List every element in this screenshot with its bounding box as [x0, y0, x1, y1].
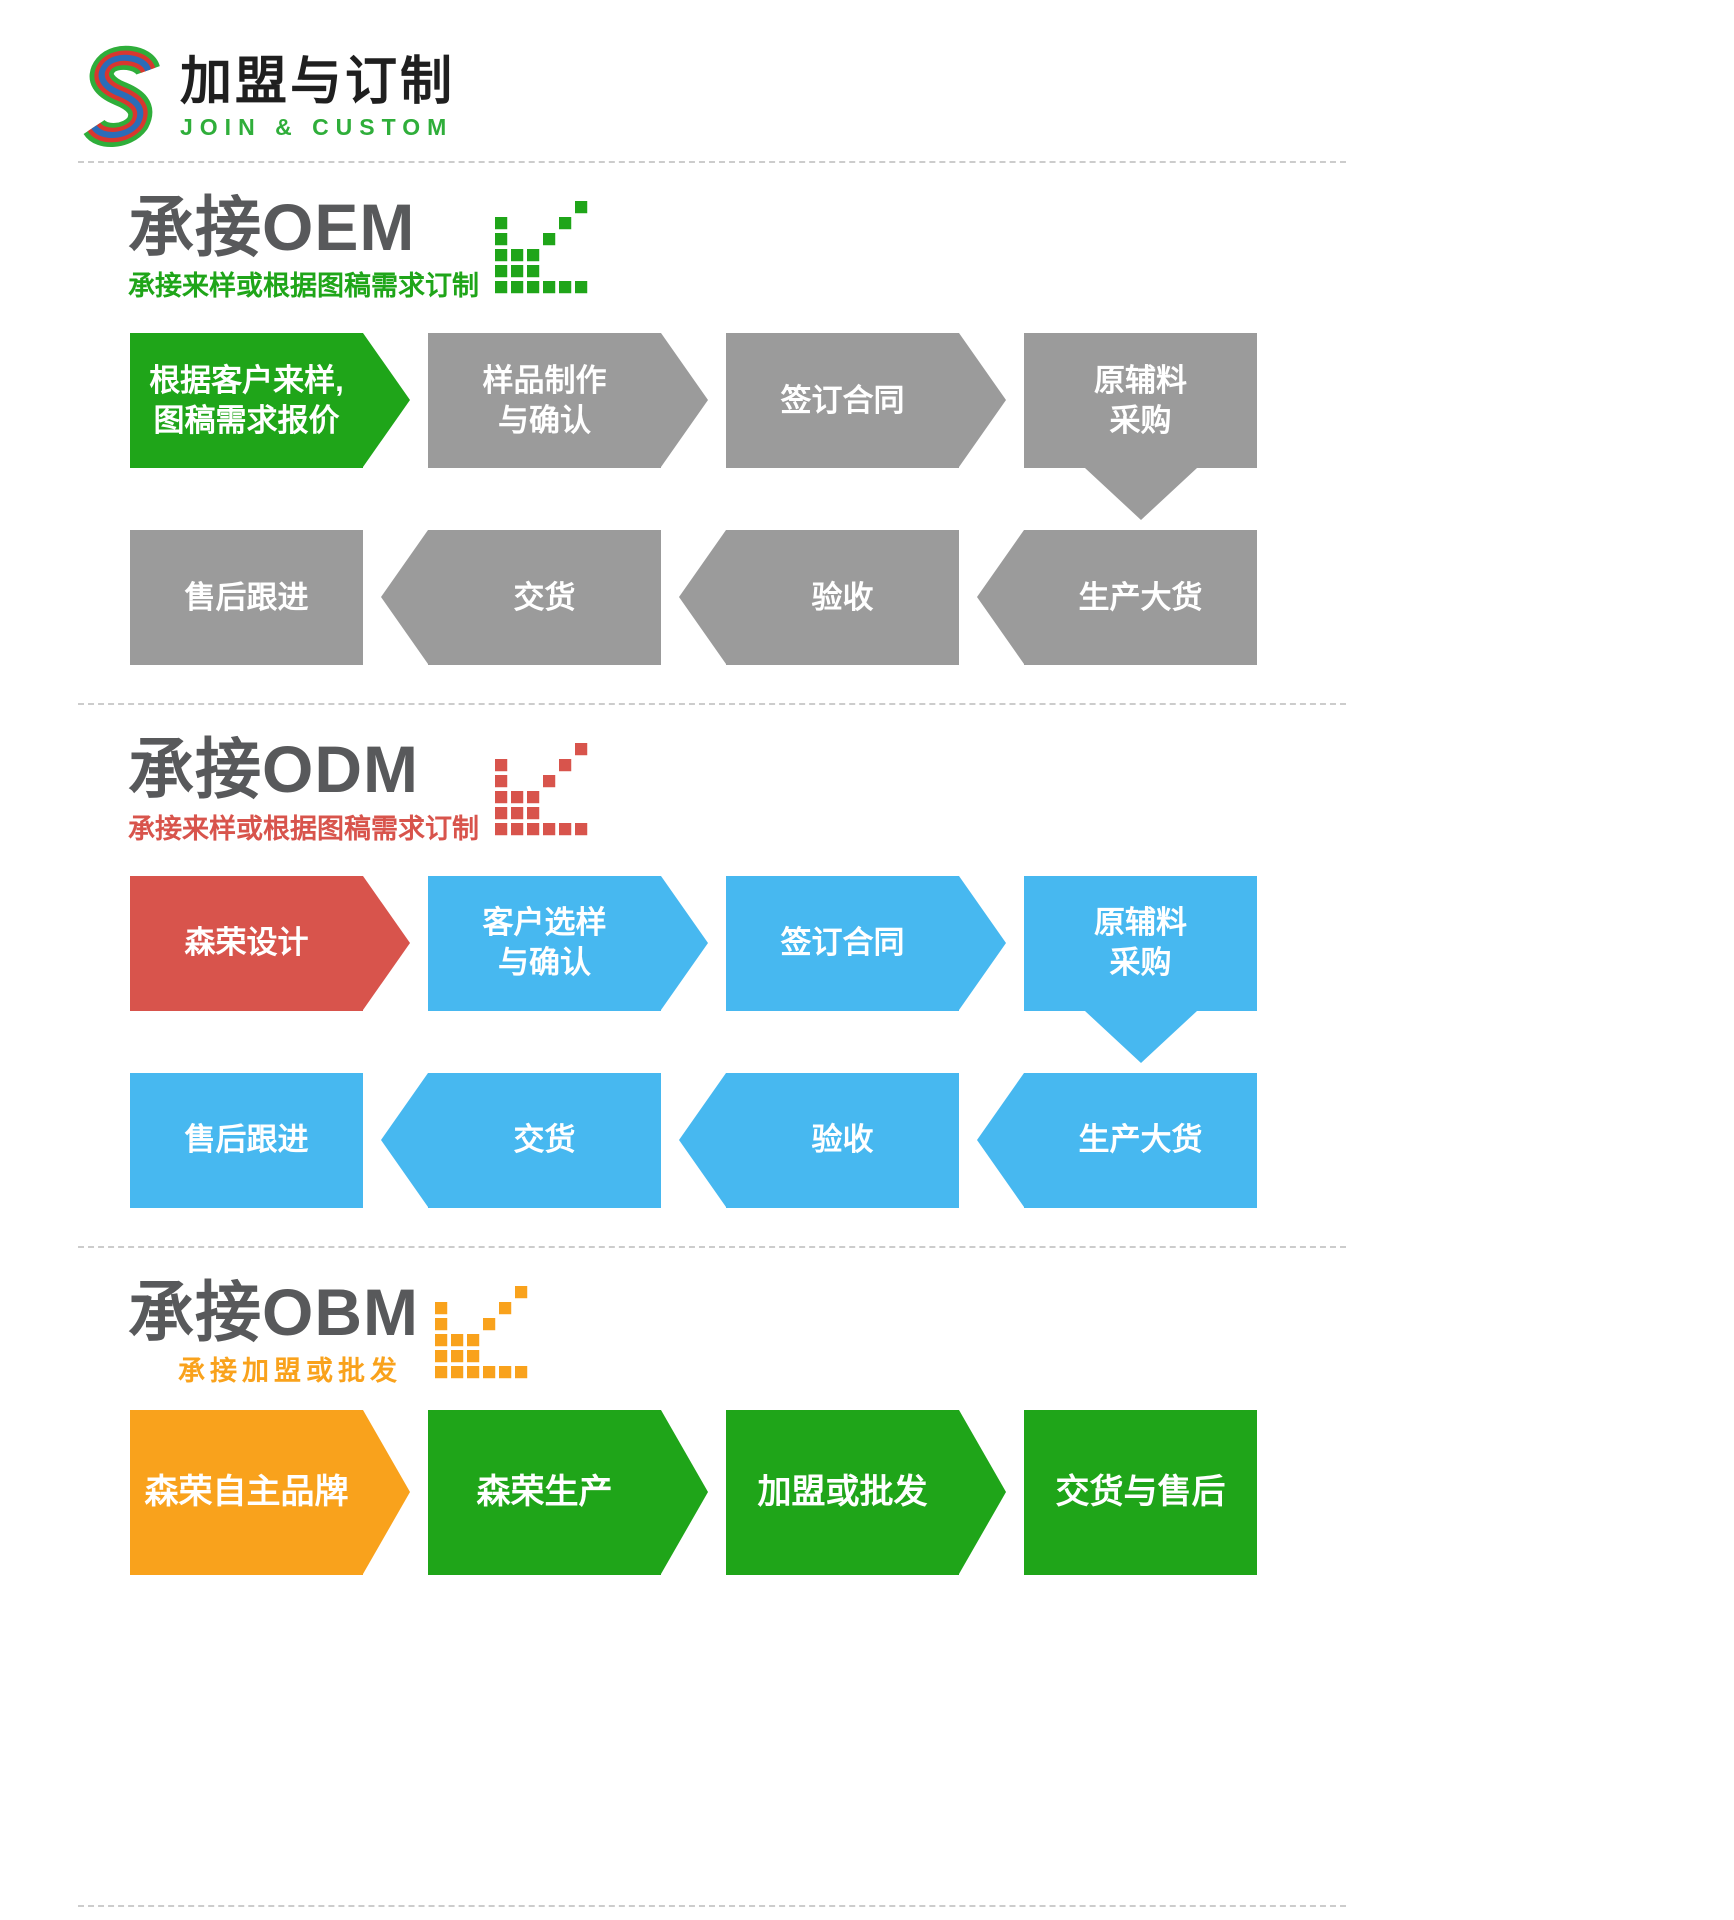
arrow-right: [959, 333, 1006, 468]
step-materials: 原辅料 采购: [1024, 875, 1257, 1063]
pixel-chart-arrow-icon: [495, 201, 588, 294]
step-label: 采购: [1109, 402, 1172, 438]
odm-section: 承接ODM 承接来样或根据图稿需求订制 森荣设计 客户选样 与确认 签订合同 原…: [0, 732, 1734, 1208]
odm-flow-row-2: 售后跟进 交货 验收 生产大货: [130, 1072, 1734, 1208]
step-label: 验收: [811, 1121, 874, 1157]
oem-section: 承接OEM 承接来样或根据图稿需求订制 根据客户来样, 图稿需求报价 样品制作 …: [0, 190, 1734, 666]
step-design: 森荣设计: [130, 875, 410, 1011]
step-label: 与确认: [498, 402, 591, 438]
step-label: 交货与售后: [1055, 1473, 1226, 1512]
logo-title: 加盟与订制: [180, 53, 456, 111]
step-contract: 签订合同: [726, 333, 1006, 469]
arrow-left: [679, 530, 726, 665]
step-label: 森荣生产: [476, 1473, 613, 1512]
arrow-right: [959, 1409, 1006, 1574]
step-label: 售后跟进: [184, 579, 309, 615]
arrow-right: [363, 1409, 410, 1574]
step-quote: 根据客户来样, 图稿需求报价: [130, 333, 410, 469]
step-label: 交货: [513, 1121, 576, 1157]
step-production: 生产大货: [977, 530, 1257, 666]
odm-header: 承接ODM 承接来样或根据图稿需求订制: [128, 732, 1734, 845]
section-title: 承接OBM: [128, 1274, 419, 1349]
step-sample: 样品制作 与确认: [428, 333, 708, 469]
step-selection: 客户选样 与确认: [428, 875, 708, 1011]
step-label: 森荣设计: [184, 924, 309, 960]
step-label: 加盟或批发: [757, 1473, 928, 1512]
step-join-wholesale: 加盟或批发: [726, 1409, 1006, 1575]
arrow-left: [381, 530, 428, 665]
arrow-left: [977, 530, 1024, 665]
divider: [78, 161, 1346, 163]
logo-text: 加盟与订制 JOIN & CUSTOM: [180, 48, 455, 141]
step-delivery: 交货: [381, 1072, 661, 1208]
step-label: 图稿需求报价: [153, 402, 340, 438]
arrow-down: [1084, 1010, 1197, 1063]
divider: [78, 1245, 1346, 1248]
section-subtitle: 承接来样或根据图稿需求订制: [128, 813, 479, 844]
step-label: 与确认: [498, 945, 591, 981]
step-produce: 森荣生产: [428, 1409, 708, 1575]
step-label: 样品制作: [482, 362, 607, 398]
s-logo-icon: [83, 45, 160, 147]
oem-flow-row-2: 售后跟进 交货 验收 生产大货: [130, 530, 1734, 666]
step-label: 交货: [513, 579, 576, 615]
arrow-right: [959, 875, 1006, 1010]
arrow-right: [661, 875, 708, 1010]
arrow-down: [1084, 468, 1197, 521]
step-production: 生产大货: [977, 1072, 1257, 1208]
section-title: 承接ODM: [128, 732, 419, 807]
obm-titles: 承接OBM 承接加盟或批发: [128, 1274, 419, 1388]
step-label: 签订合同: [780, 382, 905, 418]
obm-section: 承接OBM 承接加盟或批发 森荣自主品牌 森荣生产 加盟或批发 交货与售后: [0, 1274, 1734, 1575]
step-delivery: 交货: [381, 530, 661, 666]
odm-titles: 承接ODM 承接来样或根据图稿需求订制: [128, 732, 479, 845]
step-aftersale: 售后跟进: [130, 1072, 363, 1208]
arrow-right: [363, 333, 410, 468]
divider: [78, 1904, 1346, 1907]
step-label: 森荣自主品牌: [144, 1473, 349, 1512]
divider: [78, 703, 1346, 706]
pixel-chart-arrow-icon: [434, 1285, 528, 1378]
step-label: 生产大货: [1078, 579, 1203, 615]
step-label: 采购: [1109, 945, 1172, 981]
section-title: 承接OEM: [128, 190, 416, 264]
oem-flow-row-1: 根据客户来样, 图稿需求报价 样品制作 与确认 签订合同 原辅料 采购: [130, 333, 1734, 521]
step-label: 售后跟进: [184, 1121, 309, 1157]
step-own-brand: 森荣自主品牌: [130, 1409, 410, 1575]
obm-header: 承接OBM 承接加盟或批发: [128, 1274, 1734, 1388]
step-label: 原辅料: [1094, 362, 1187, 398]
obm-flow-row-1: 森荣自主品牌 森荣生产 加盟或批发 交货与售后: [130, 1409, 1734, 1575]
step-label: 客户选样: [482, 904, 607, 940]
arrow-right: [363, 875, 410, 1010]
arrow-right: [661, 333, 708, 468]
logo-subtitle: JOIN & CUSTOM: [180, 114, 454, 141]
odm-flow-row-1: 森荣设计 客户选样 与确认 签订合同 原辅料 采购: [130, 875, 1734, 1063]
brand-header: 加盟与订制 JOIN & CUSTOM: [0, 0, 1734, 151]
pixel-chart-arrow-icon: [495, 743, 588, 836]
step-label: 根据客户来样,: [149, 362, 344, 398]
step-aftersale: 售后跟进: [130, 530, 363, 666]
step-label: 验收: [811, 579, 874, 615]
oem-titles: 承接OEM 承接来样或根据图稿需求订制: [128, 190, 479, 303]
arrow-right: [661, 1409, 708, 1574]
step-materials: 原辅料 采购: [1024, 333, 1257, 521]
step-inspection: 验收: [679, 1072, 959, 1208]
step-label: 签订合同: [780, 924, 905, 960]
step-label: 生产大货: [1078, 1121, 1203, 1157]
step-inspection: 验收: [679, 530, 959, 666]
arrow-left: [977, 1072, 1024, 1207]
arrow-left: [679, 1072, 726, 1207]
oem-header: 承接OEM 承接来样或根据图稿需求订制: [128, 190, 1734, 303]
step-contract: 签订合同: [726, 875, 1006, 1011]
section-subtitle: 承接加盟或批发: [178, 1355, 402, 1386]
section-subtitle: 承接来样或根据图稿需求订制: [128, 271, 479, 302]
arrow-left: [381, 1072, 428, 1207]
step-label: 原辅料: [1094, 904, 1187, 940]
step-delivery-aftersale: 交货与售后: [1024, 1409, 1257, 1575]
